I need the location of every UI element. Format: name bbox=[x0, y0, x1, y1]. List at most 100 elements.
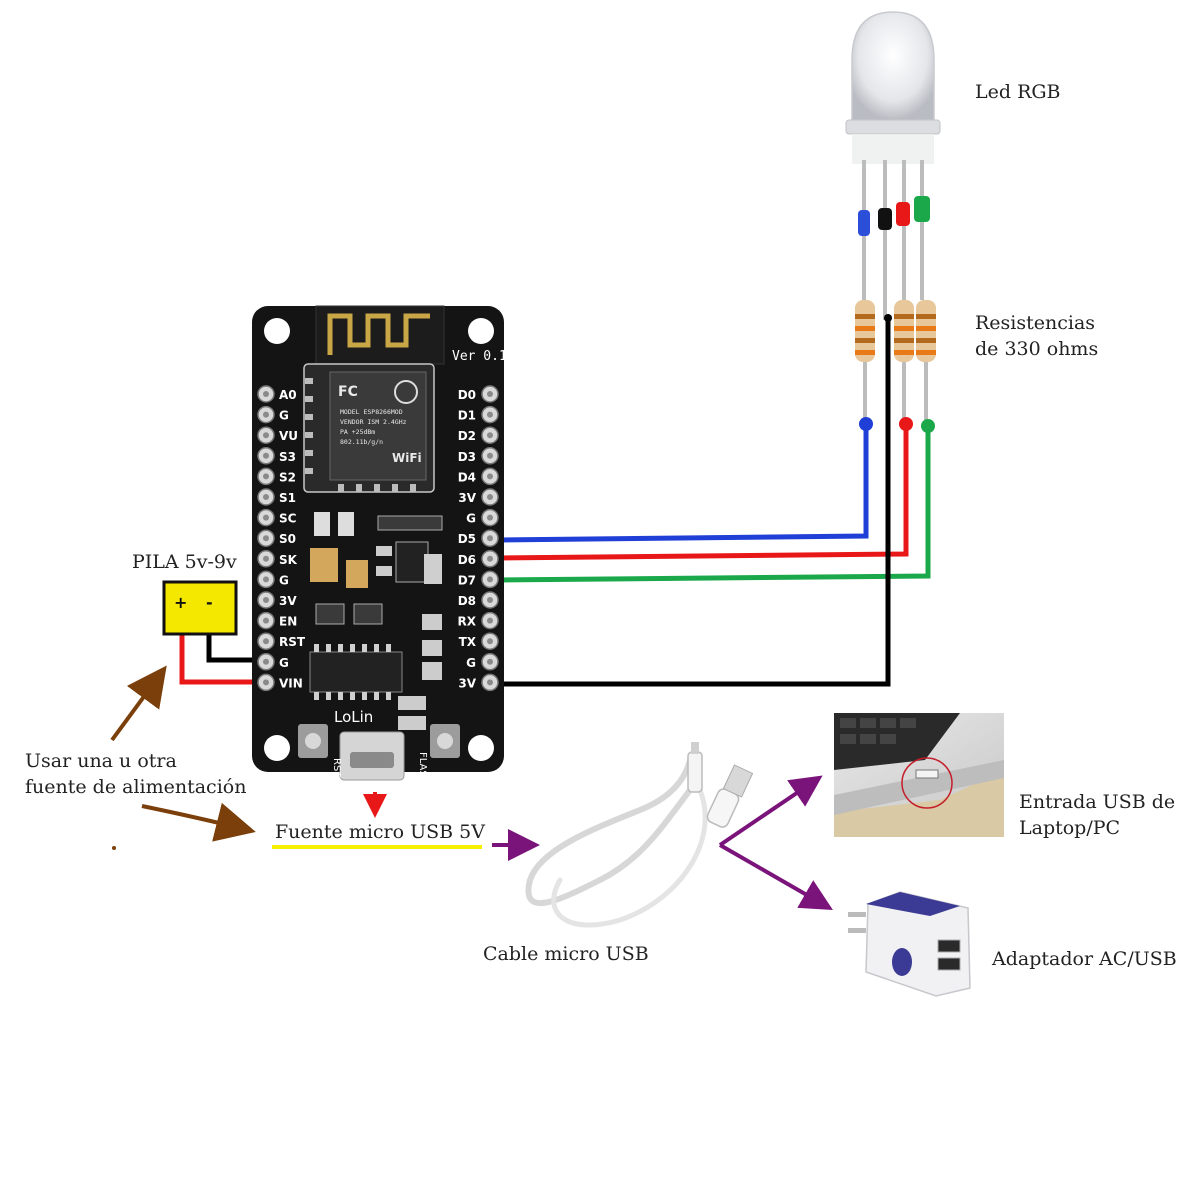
right-pin-label-9: D7 bbox=[458, 573, 476, 587]
arrows bbox=[110, 665, 833, 910]
right-pin-label-12: TX bbox=[459, 635, 477, 649]
right-pin-header bbox=[481, 385, 499, 692]
left-pin-label-13: G bbox=[279, 656, 289, 670]
nodemcu-board bbox=[252, 305, 504, 781]
alt-power-line1: Usar una u otra bbox=[25, 750, 177, 772]
right-pin-label-8: D6 bbox=[458, 553, 476, 567]
left-pin-label-11: EN bbox=[279, 615, 297, 629]
usb-source-label: Fuente micro USB 5V bbox=[275, 821, 485, 843]
left-pin-header bbox=[257, 385, 275, 692]
right-pin-label-11: RX bbox=[458, 615, 477, 629]
left-pin-hole-2 bbox=[263, 432, 269, 439]
resistors bbox=[855, 300, 936, 420]
left-pin-hole-6 bbox=[263, 514, 269, 521]
led-label: Led RGB bbox=[975, 81, 1061, 103]
resistors-label-line1: Resistencias bbox=[975, 312, 1096, 334]
battery-minus: - bbox=[206, 593, 213, 612]
left-pin-hole-14 bbox=[263, 679, 269, 686]
right-pin-hole-11 bbox=[487, 617, 493, 624]
flash-label: FLASH bbox=[417, 752, 428, 784]
right-pin-label-3: D3 bbox=[458, 450, 476, 464]
left-pin-hole-8 bbox=[263, 555, 269, 562]
fc-logo: FC bbox=[338, 384, 358, 400]
brown-arrow-usb bbox=[141, 802, 256, 842]
board-version: Ver 0.1 bbox=[452, 349, 507, 364]
laptop-label: Entrada USB de Laptop/PC bbox=[1019, 789, 1175, 841]
right-pin-hole-4 bbox=[487, 473, 493, 480]
left-pin-hole-4 bbox=[263, 473, 269, 480]
right-pin-hole-1 bbox=[487, 411, 493, 418]
right-pin-hole-10 bbox=[487, 597, 493, 603]
module-text-1: MODEL ESP8266MOD bbox=[340, 408, 403, 416]
left-pin-label-9: G bbox=[279, 573, 289, 587]
cable-label: Cable micro USB bbox=[483, 943, 649, 965]
battery-label: PILA 5v-9v bbox=[132, 551, 237, 573]
right-pin-hole-5 bbox=[487, 494, 493, 500]
left-pin-label-7: S0 bbox=[279, 532, 296, 546]
battery-plus: + bbox=[174, 593, 187, 612]
purple-arrow-adapter bbox=[719, 843, 833, 910]
right-pin-hole-3 bbox=[487, 452, 493, 459]
left-pin-hole-0 bbox=[263, 391, 269, 397]
right-pin-label-5: 3V bbox=[458, 491, 476, 505]
right-pin-label-6: G bbox=[466, 512, 476, 526]
purple-arrow-laptop bbox=[718, 775, 823, 847]
left-pin-hole-12 bbox=[263, 638, 269, 645]
right-pin-hole-0 bbox=[487, 391, 493, 397]
left-pin-hole-11 bbox=[263, 617, 269, 624]
left-pin-hole-1 bbox=[263, 411, 269, 418]
right-pin-label-14: 3V bbox=[458, 676, 476, 690]
left-pin-label-5: S1 bbox=[279, 491, 296, 505]
rgb-led bbox=[845, 11, 941, 320]
alt-power-note: Usar una u otra fuente de alimentación bbox=[25, 748, 246, 800]
resistors-label: Resistencias de 330 ohms bbox=[975, 310, 1098, 362]
right-pin-hole-9 bbox=[487, 576, 493, 583]
right-pin-label-4: D4 bbox=[458, 470, 476, 484]
left-pin-label-10: 3V bbox=[279, 594, 297, 608]
left-pin-hole-3 bbox=[263, 452, 269, 459]
left-pin-hole-10 bbox=[263, 597, 269, 603]
brown-arrow-battery bbox=[110, 665, 167, 742]
left-pin-label-8: SK bbox=[279, 553, 298, 567]
left-pin-label-1: G bbox=[279, 409, 289, 423]
ac-adapter-image bbox=[848, 891, 971, 997]
left-pin-label-14: VIN bbox=[279, 676, 303, 690]
module-text-3: PA +25dBm bbox=[340, 428, 375, 436]
right-pin-label-10: D8 bbox=[458, 594, 476, 608]
right-pin-hole-2 bbox=[487, 432, 493, 439]
laptop-label-line2: Laptop/PC bbox=[1019, 817, 1121, 839]
right-pin-label-13: G bbox=[466, 656, 476, 670]
left-pin-label-3: S3 bbox=[279, 450, 296, 464]
left-pin-hole-7 bbox=[263, 535, 269, 542]
board-brand: LoLin bbox=[334, 708, 373, 726]
wifi-logo: WiFi bbox=[392, 451, 422, 465]
battery: + - bbox=[162, 580, 238, 636]
left-pin-label-2: VU bbox=[279, 429, 298, 443]
left-pin-hole-9 bbox=[263, 576, 269, 583]
left-pin-label-6: SC bbox=[279, 512, 297, 526]
right-pin-label-2: D2 bbox=[458, 429, 476, 443]
alt-power-line2: fuente de alimentación bbox=[25, 776, 247, 798]
left-pin-label-0: A0 bbox=[279, 388, 297, 402]
usb-cable bbox=[525, 742, 754, 928]
right-pin-hole-12 bbox=[487, 638, 493, 645]
module-text-4: 802.11b/g/n bbox=[340, 438, 383, 446]
left-pin-hole-13 bbox=[263, 658, 269, 665]
right-pin-hole-14 bbox=[487, 679, 493, 686]
right-pin-label-0: D0 bbox=[458, 388, 476, 402]
right-pin-label-1: D1 bbox=[458, 409, 476, 423]
module-text-2: VENDOR ISM 2.4GHz bbox=[340, 418, 407, 426]
left-pin-label-4: S2 bbox=[279, 470, 296, 484]
right-pin-hole-6 bbox=[487, 514, 493, 521]
rst-label: RST bbox=[331, 758, 342, 778]
right-pin-hole-7 bbox=[487, 535, 493, 542]
right-pin-hole-8 bbox=[487, 555, 493, 562]
right-pin-hole-13 bbox=[487, 658, 493, 665]
adapter-label: Adaptador AC/USB bbox=[992, 948, 1177, 970]
laptop-label-line1: Entrada USB de bbox=[1019, 791, 1176, 813]
resistors-label-line2: de 330 ohms bbox=[975, 338, 1099, 360]
